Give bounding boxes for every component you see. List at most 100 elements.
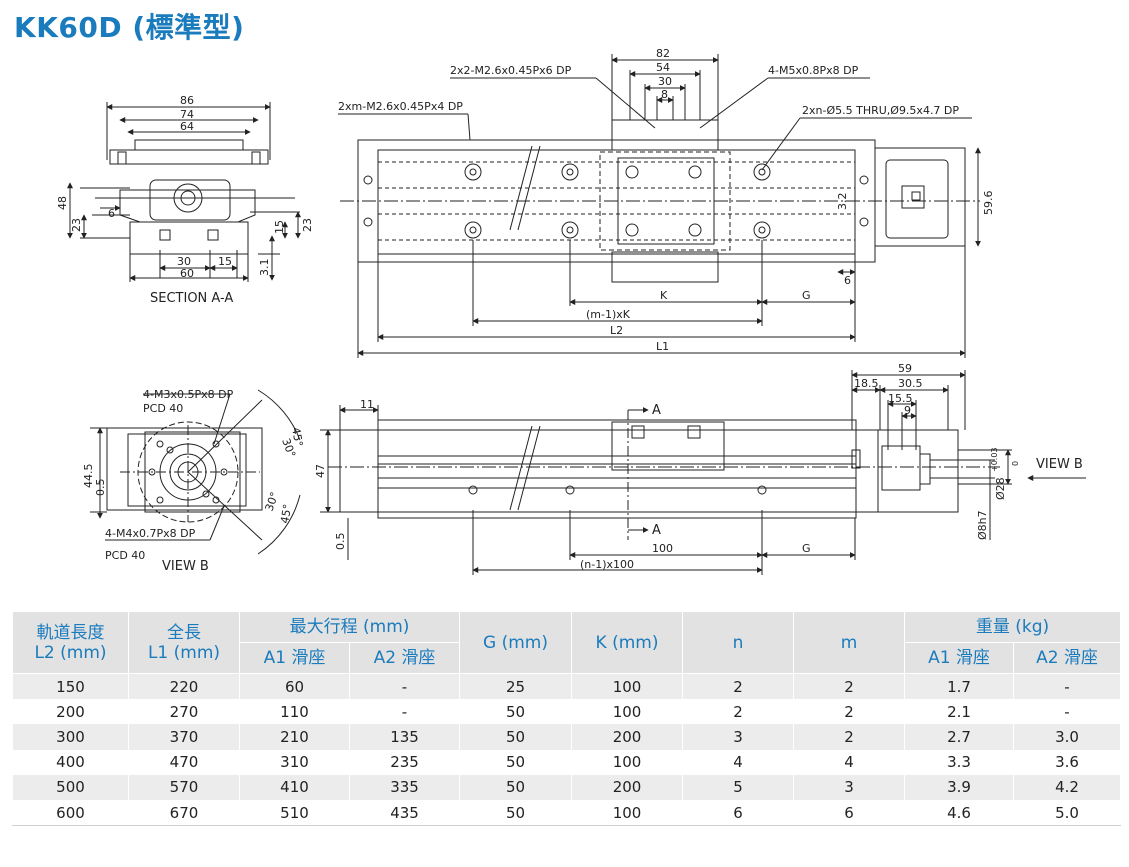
angle-30-bottom: 30° bbox=[263, 490, 282, 513]
dim-82: 82 bbox=[656, 47, 670, 60]
dim-3-2: 3.2 bbox=[836, 193, 849, 211]
table-cell: 4 bbox=[682, 749, 795, 775]
table-cell: 3 bbox=[793, 774, 906, 800]
dim-48: 48 bbox=[56, 196, 69, 210]
table-cell: 100 bbox=[571, 749, 684, 775]
table-cell: 100 bbox=[571, 673, 684, 700]
callout-m: 2xm-M2.6x0.45Px4 DP bbox=[338, 100, 463, 113]
table-cell: - bbox=[1013, 699, 1122, 725]
table-cell: 3.3 bbox=[904, 749, 1015, 775]
section-a-top: A bbox=[652, 403, 661, 418]
table-cell: 470 bbox=[128, 749, 240, 775]
dim-g: G bbox=[802, 289, 811, 302]
dim-8: 8 bbox=[661, 88, 668, 101]
table-cell: 370 bbox=[128, 724, 240, 750]
table-cell: 2.1 bbox=[904, 699, 1015, 725]
view-b-arrow-label: VIEW B bbox=[1036, 457, 1083, 472]
table-cell: 50 bbox=[459, 799, 573, 827]
angle-45-top: 45° bbox=[289, 426, 305, 447]
header-weight-a1: A1 滑座 bbox=[904, 642, 1015, 674]
table-cell: 50 bbox=[459, 699, 573, 725]
table-cell: 3.6 bbox=[1013, 749, 1122, 775]
dim-0-5-side: 0.5 bbox=[334, 533, 347, 551]
dim-59: 59 bbox=[898, 362, 912, 375]
callout-m5: 4-M5x0.8Px8 DP bbox=[768, 64, 859, 77]
header-m: m bbox=[793, 611, 906, 674]
table-cell: 200 bbox=[571, 774, 684, 800]
dim-l2: L2 bbox=[610, 324, 623, 337]
table-cell: 2.7 bbox=[904, 724, 1015, 750]
callout-xn: 2xn-Ø5.5 THRU,Ø9.5x4.7 DP bbox=[802, 104, 959, 117]
dim-m-1-k: (m-1)xK bbox=[586, 308, 631, 321]
table-cell: 3.9 bbox=[904, 774, 1015, 800]
table-cell: 200 bbox=[12, 699, 129, 725]
table-cell: 500 bbox=[12, 774, 129, 800]
header-weight-a2: A2 滑座 bbox=[1013, 642, 1122, 674]
pcd-top: PCD 40 bbox=[143, 402, 183, 415]
technical-drawing: 86 74 64 48 23 6 15 23 30 60 15 3.1 SECT… bbox=[56, 47, 1086, 575]
table-cell: - bbox=[348, 699, 461, 725]
table-cell: 135 bbox=[348, 724, 461, 750]
dim-15-5: 15.5 bbox=[888, 392, 913, 405]
tol-plus: +0.03 bbox=[990, 447, 999, 472]
table-cell: 400 bbox=[12, 749, 129, 775]
header-weight: 重量 (kg) bbox=[904, 611, 1122, 643]
table-cell: 4 bbox=[793, 749, 906, 775]
table-cell: 310 bbox=[239, 749, 350, 775]
dim-6-top: 6 bbox=[844, 274, 851, 287]
dim-47: 47 bbox=[314, 464, 327, 478]
table-cell: 100 bbox=[571, 699, 684, 725]
dim-n-1-100: (n-1)x100 bbox=[580, 558, 634, 571]
top-view-labels: 2xm-M2.6x0.45Px4 DP 2x2-M2.6x0.45Px6 DP … bbox=[338, 47, 995, 353]
top-view-holes bbox=[363, 163, 869, 239]
angle-30-top: 30° bbox=[279, 437, 298, 460]
dim-6: 6 bbox=[108, 207, 115, 220]
table-cell: 2 bbox=[793, 724, 906, 750]
callout-m3: 4-M3x0.5Px8 DP bbox=[143, 388, 234, 401]
table-cell: 2 bbox=[793, 673, 906, 700]
table-cell: 2 bbox=[793, 699, 906, 725]
table-cell: 600 bbox=[12, 799, 129, 827]
header-n: n bbox=[682, 611, 795, 674]
dim-54: 54 bbox=[656, 61, 670, 74]
table-cell: 3 bbox=[682, 724, 795, 750]
dim-30: 30 bbox=[177, 255, 191, 268]
table-cell: 3.0 bbox=[1013, 724, 1122, 750]
table-cell: 270 bbox=[128, 699, 240, 725]
table-cell: 335 bbox=[348, 774, 461, 800]
table-cell: 25 bbox=[459, 673, 573, 700]
table-cell: 570 bbox=[128, 774, 240, 800]
table-cell: 60 bbox=[239, 673, 350, 700]
header-k: K (mm) bbox=[571, 611, 684, 674]
dim-30-5: 30.5 bbox=[898, 377, 923, 390]
table-cell: 6 bbox=[793, 799, 906, 827]
table-cell: 300 bbox=[12, 724, 129, 750]
table-cell: 150 bbox=[12, 673, 129, 700]
header-stroke-a2: A2 滑座 bbox=[348, 642, 461, 674]
dim-18-5: 18.5 bbox=[854, 377, 879, 390]
dim-100: 100 bbox=[652, 542, 673, 555]
table-cell: 100 bbox=[571, 799, 684, 827]
table-cell: 50 bbox=[459, 724, 573, 750]
side-view-labels: 11 47 0.5 A A 100 G (n-1)x100 59 18.5 30… bbox=[314, 362, 1083, 571]
page-title: KK60D (標準型) bbox=[14, 11, 245, 44]
dim-15-bottom: 15 bbox=[218, 255, 232, 268]
section-aa bbox=[67, 102, 301, 282]
section-a-bottom: A bbox=[652, 523, 661, 538]
table-cell: 410 bbox=[239, 774, 350, 800]
table-cell: 4.2 bbox=[1013, 774, 1122, 800]
pcd-bottom: PCD 40 bbox=[105, 549, 145, 562]
dim-11: 11 bbox=[360, 398, 374, 411]
view-b-labels: 4-M3x0.5Px8 DP PCD 40 4-M4x0.7Px8 DP PCD… bbox=[82, 388, 305, 574]
header-max-stroke: 最大行程 (mm) bbox=[238, 611, 461, 643]
dim-60: 60 bbox=[180, 267, 194, 280]
table-cell: 2 bbox=[682, 699, 795, 725]
section-label: SECTION A-A bbox=[150, 291, 233, 306]
dim-15: 15 bbox=[273, 220, 286, 234]
